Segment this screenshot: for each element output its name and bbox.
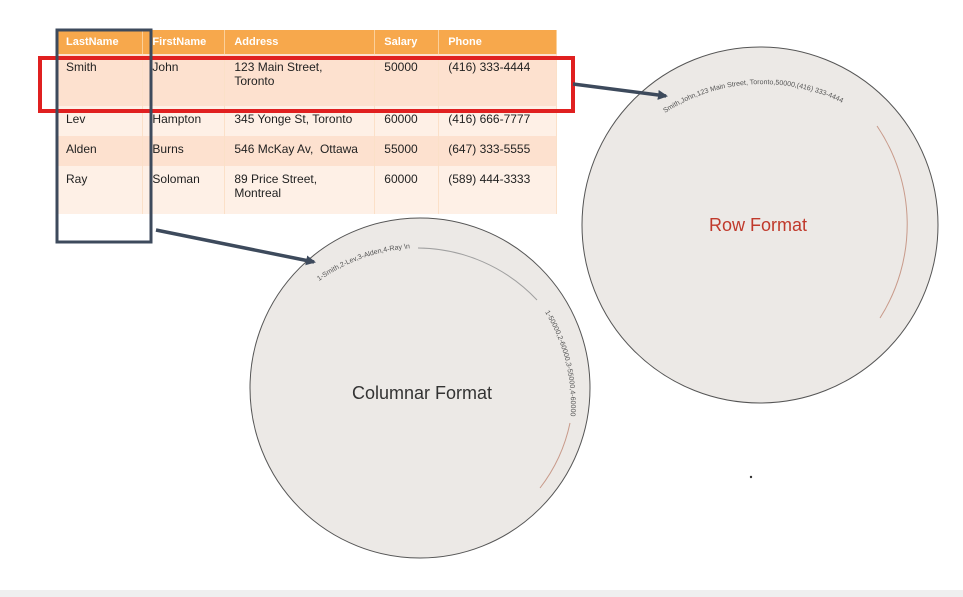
cell-lastname: Lev [57,106,144,136]
column-arrow [155,228,316,266]
cell-address: 345 Yonge St, Toronto [224,106,376,136]
header-firstname: FirstName [142,30,226,54]
row-format-inner-arc [876,125,908,319]
employee-table-container: LastName FirstName Address Salary Phone … [57,30,557,214]
employee-table: LastName FirstName Address Salary Phone … [57,30,557,214]
columnar-format-circle [249,217,591,559]
row-arc-textpath: Smith,John,123 Main Street, Toronto,5000… [662,79,844,115]
cell-firstname: Burns [142,136,226,166]
columnar-format-arc-text-top: 1-Smith,2-Lev,3-Alden,4-Ray \n [316,243,410,282]
col-arc-textpath-top: 1-Smith,2-Lev,3-Alden,4-Ray \n [316,243,410,282]
cell-salary: 50000 [374,54,440,106]
table-row: Smith John 123 Main Street, Toronto 5000… [57,54,557,106]
address-text: 89 Price Street, Montreal [234,172,318,200]
table-row: Alden Burns 546 McKay Av, Ottawa 55000 (… [57,136,557,166]
col-arc-textpath-right: 1-50000,2-60000,3-55000,4-60000 [543,309,576,416]
cell-address: 546 McKay Av, Ottawa [224,136,376,166]
columnar-format-inner-arc-top [417,247,538,301]
columnar-format-label: Columnar Format [352,383,492,403]
columnar-format-inner-arc-bottom [539,422,571,489]
table-header-row: LastName FirstName Address Salary Phone [57,30,557,54]
cell-lastname: Smith [57,54,144,106]
header-phone: Phone [438,30,557,54]
cell-firstname: Hampton [142,106,226,136]
columnar-format-arc-text-right: 1-50000,2-60000,3-55000,4-60000 [543,309,576,416]
cell-firstname: Soloman [142,166,226,214]
stray-dot [749,475,753,479]
cell-address: 123 Main Street, Toronto [224,54,376,106]
cell-lastname: Ray [57,166,144,214]
row-format-circle [581,46,939,404]
row-format-arc-text: Smith,John,123 Main Street, Toronto,5000… [662,79,844,115]
cell-lastname: Alden [57,136,144,166]
cell-salary: 60000 [374,166,440,214]
cell-phone: (647) 333-5555 [438,136,557,166]
bottom-strip [0,590,963,597]
header-address: Address [224,30,376,54]
cell-salary: 60000 [374,106,440,136]
header-lastname: LastName [57,30,144,54]
table-row: Ray Soloman 89 Price Street, Montreal 60… [57,166,557,214]
cell-salary: 55000 [374,136,440,166]
cell-phone: (589) 444-3333 [438,166,557,214]
table-row: Lev Hampton 345 Yonge St, Toronto 60000 … [57,106,557,136]
address-text: 123 Main Street, Toronto [234,60,323,88]
row-format-label: Row Format [709,215,807,235]
header-salary: Salary [374,30,440,54]
cell-address: 89 Price Street, Montreal [224,166,376,214]
cell-phone: (416) 333-4444 [438,54,557,106]
cell-phone: (416) 666-7777 [438,106,557,136]
row-arrow [572,82,668,100]
cell-firstname: John [142,54,226,106]
